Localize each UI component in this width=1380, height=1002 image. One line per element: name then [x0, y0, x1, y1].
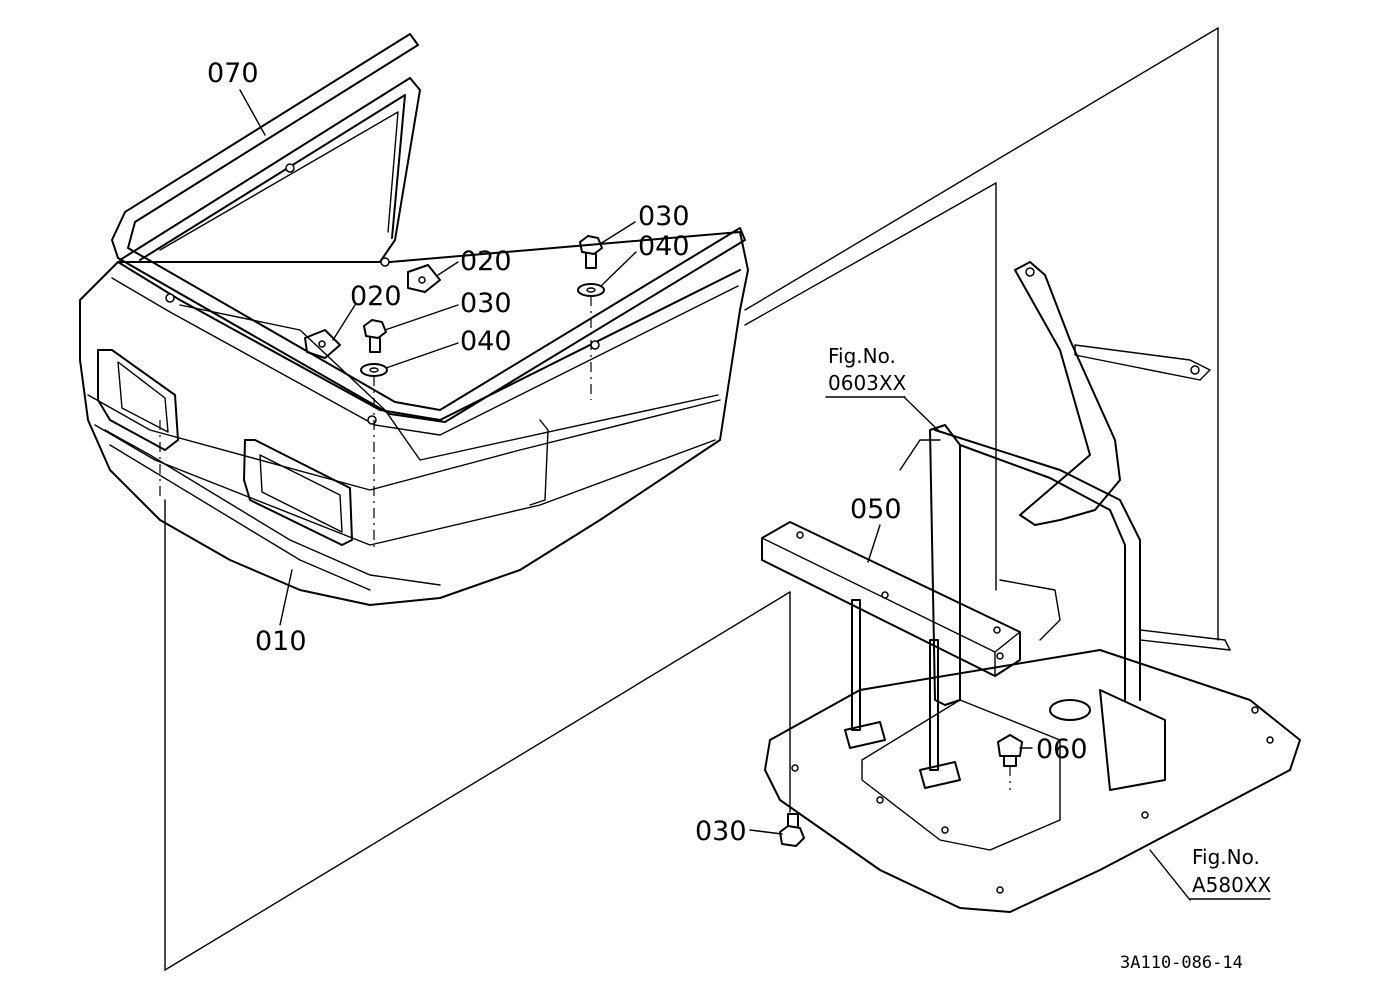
washer-040-lower: [360, 363, 388, 377]
nut-020-lower: [304, 329, 341, 359]
part-label-050: 050: [850, 494, 902, 525]
fig-ref-1-code: 0603XX: [828, 371, 907, 395]
part-label-010: 010: [255, 626, 307, 657]
front-bonnet-assembly: [79, 231, 749, 606]
pin-060: [997, 734, 1023, 767]
part-label-030-upper: 030: [638, 201, 690, 232]
washer-040-upper: [577, 283, 605, 297]
part-label-060: 060: [1036, 734, 1088, 765]
fig-ref-2-title: Fig.No.: [1192, 845, 1260, 869]
fig-ref-2-code: A580XX: [1192, 873, 1272, 897]
bonnet-top-frame: [119, 77, 421, 267]
bolt-030-lower: [779, 813, 805, 847]
floor-plate: [764, 649, 1301, 913]
part-label-040-upper: 040: [638, 231, 690, 262]
assembly-lines: [159, 27, 1219, 971]
support-frame: [899, 424, 1231, 791]
pedal-arm: [1014, 261, 1211, 526]
seal-strip-070: [111, 33, 746, 423]
bracket-050: [761, 521, 1021, 789]
bolt-030-middle: [363, 319, 387, 353]
nut-020-upper: [407, 264, 441, 293]
part-label-030-middle: 030: [460, 288, 512, 319]
bolt-030-upper: [579, 235, 603, 269]
leader-lines: [239, 89, 1191, 901]
part-label-020-upper: 020: [460, 246, 512, 277]
drawing-code: 3A110-086-14: [1120, 953, 1243, 973]
part-label-070: 070: [207, 58, 259, 89]
part-label-040-lower: 040: [460, 326, 512, 357]
part-label-030-lower: 030: [695, 816, 747, 847]
fig-ref-1-title: Fig.No.: [828, 344, 896, 368]
part-label-020-lower: 020: [350, 281, 402, 312]
